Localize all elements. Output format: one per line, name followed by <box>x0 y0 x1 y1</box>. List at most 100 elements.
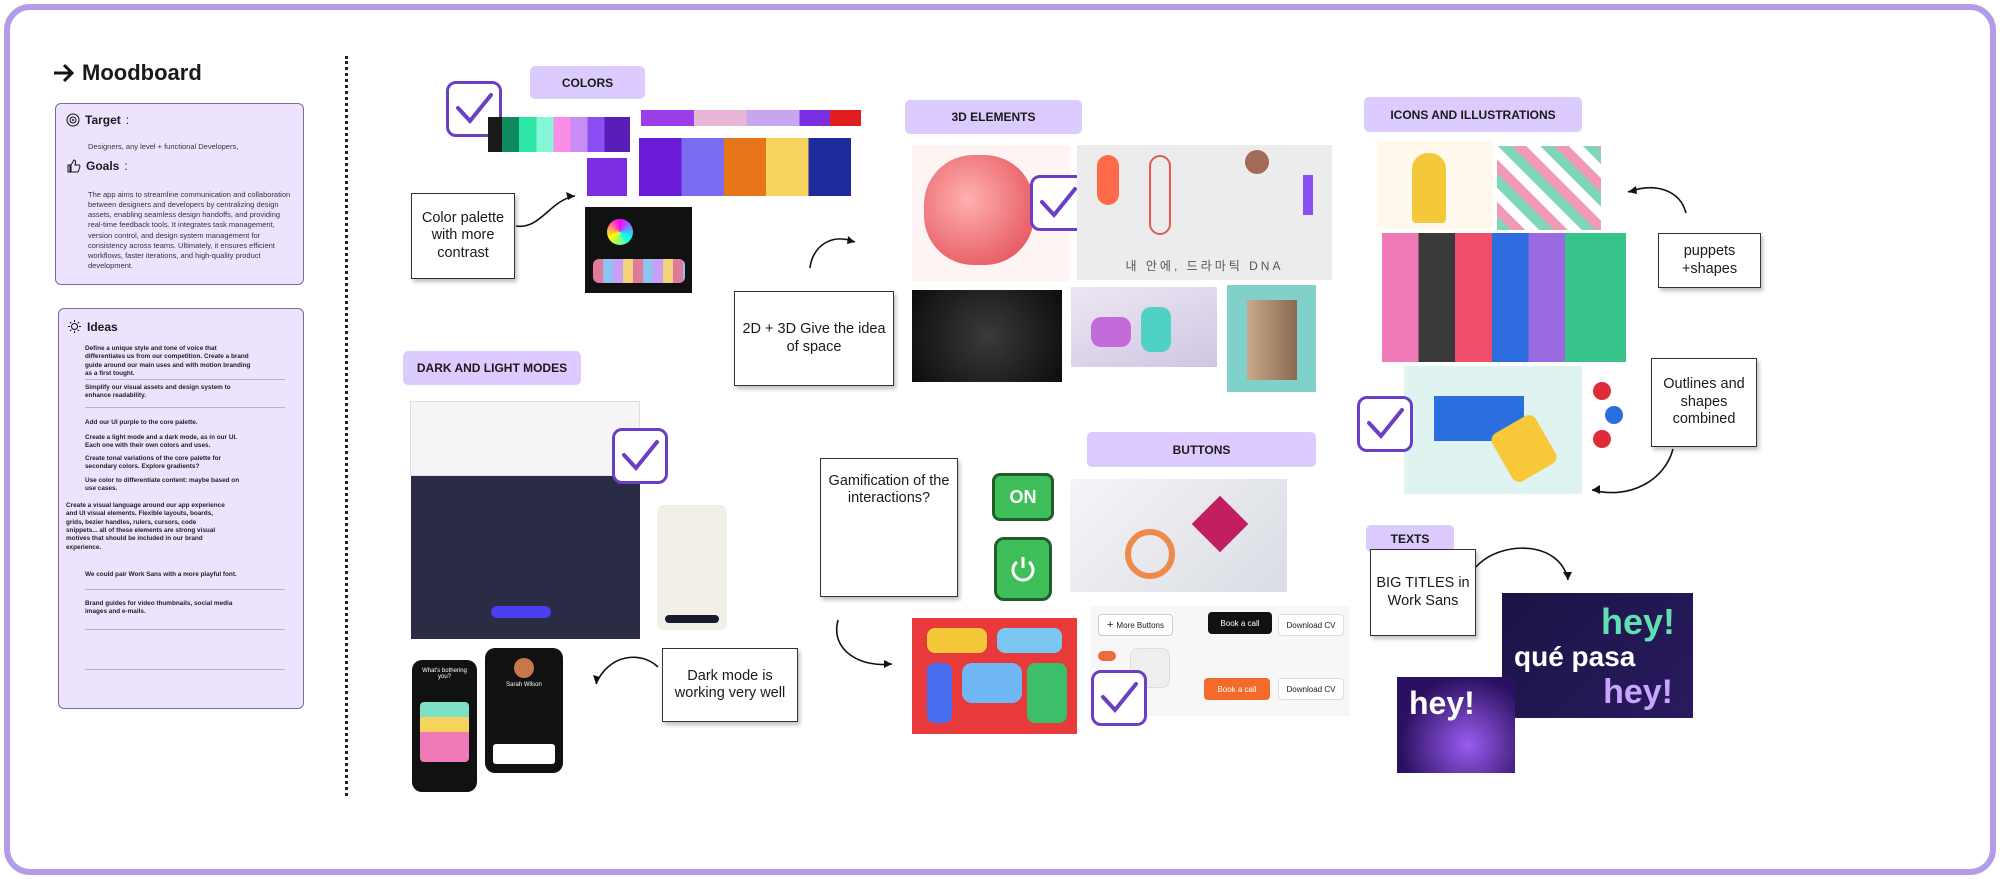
buttons-showcase-image: + More Buttons Book a call Download CV B… <box>1090 606 1350 716</box>
que-pasa-image: hey! qué pasa hey! <box>1502 593 1693 718</box>
goals-heading: Goals: <box>66 158 128 173</box>
sticker-grid-image <box>1497 146 1601 230</box>
checkbox-icon[interactable] <box>612 428 668 484</box>
arrow-palette <box>515 195 576 228</box>
section-texts: TEXTS <box>1366 525 1454 552</box>
ui-3d-cards-image <box>1070 479 1287 592</box>
note-darkmode: Dark mode is working very well <box>662 648 798 722</box>
korean-caption: 내 안에, 드라마틱 DNA <box>1125 259 1284 273</box>
color-wheel-image <box>585 207 692 293</box>
target-colon: : <box>125 113 130 127</box>
idea-item: We could pair Work Sans with a more play… <box>85 571 237 578</box>
section-colors: COLORS <box>530 66 645 99</box>
idea-divider <box>85 407 285 408</box>
goals-colon: : <box>124 158 128 173</box>
plus-icon: + <box>1106 619 1114 631</box>
ideas-heading: Ideas <box>67 319 118 334</box>
idea-item: Use color to differentiate content: mayb… <box>85 477 240 493</box>
page-title: Moodboard <box>52 60 202 86</box>
target-text: Designers, any level + functional Develo… <box>88 142 239 151</box>
book-call-dark-button[interactable]: Book a call <box>1208 612 1272 634</box>
hey-text: hey! <box>1603 673 1673 711</box>
more-buttons-button[interactable]: + More Buttons <box>1098 614 1173 636</box>
colorful-blocks-image <box>912 618 1077 734</box>
idea-item: Define a unique style and tone of voice … <box>85 345 251 377</box>
download-cv-button[interactable]: Download CV <box>1278 614 1344 636</box>
target-label: Target <box>85 113 121 127</box>
book-call-label: Book a call <box>1220 618 1260 628</box>
arrow-titles <box>1475 547 1569 581</box>
download-cv-label: Download CV <box>1286 684 1336 694</box>
section-3d-elements: 3D ELEMENTS <box>905 100 1082 134</box>
arrow-darkmode <box>595 656 659 685</box>
idea-divider <box>85 669 285 670</box>
note-space: 2D + 3D Give the idea of space <box>734 291 894 386</box>
book-call-label: Book a call <box>1217 684 1257 694</box>
target-goals-card: Target: Designers, any level + functiona… <box>55 103 304 285</box>
phone-name: Sarah Wilson <box>506 682 542 688</box>
arrow-puppets <box>1627 187 1687 214</box>
target-heading: Target: <box>66 113 129 127</box>
power-icon <box>1011 557 1035 582</box>
checkbox-icon[interactable] <box>1357 396 1413 452</box>
on-label: ON <box>1009 486 1037 507</box>
download-cv-label: Download CV <box>1286 620 1336 630</box>
note-palette: Color palette with more contrast <box>411 193 515 279</box>
3d-objects-image: 내 안에, 드라마틱 DNA <box>1077 145 1332 280</box>
purple-swatch-image <box>587 158 627 196</box>
toggle-switch[interactable] <box>1098 651 1116 661</box>
idea-item: Create a light mode and a dark mode, as … <box>85 434 237 450</box>
phone-dark-image: What's bothering you? <box>412 660 477 792</box>
note-puppets: puppets +shapes <box>1658 233 1761 288</box>
goals-text: The app aims to streamline communication… <box>88 190 291 270</box>
idea-item: Brand guides for video thumbnails, socia… <box>85 600 233 616</box>
section-icons: ICONS AND ILLUSTRATIONS <box>1364 97 1582 132</box>
idea-divider <box>85 589 285 590</box>
yellow-character-image <box>1377 141 1493 229</box>
color-blocks-image <box>639 138 851 196</box>
moodboard-title: Moodboard <box>82 60 202 85</box>
ideas-card: Ideas Define a unique style and tone of … <box>58 308 304 709</box>
more-buttons-label: More Buttons <box>1116 620 1164 630</box>
hey-text: hey! <box>1409 685 1475 721</box>
book-call-orange-button[interactable]: Book a call <box>1204 678 1270 700</box>
checkbox-icon[interactable] <box>1091 670 1147 726</box>
section-modes: DARK AND LIGHT MODES <box>403 351 581 385</box>
dark-mode-panel-image <box>411 476 640 639</box>
palette-strip-image <box>488 117 630 152</box>
idea-divider <box>85 379 285 380</box>
hey-text: hey! <box>1600 601 1675 642</box>
on-pixel-button-image: ON <box>992 473 1054 521</box>
mobile-menu-image <box>657 505 727 630</box>
arrow-right-icon <box>54 63 75 83</box>
red-characters-image <box>1587 374 1627 456</box>
phone-title: What's bothering you? <box>422 668 467 680</box>
note-outlines: Outlines and shapes combined <box>1651 358 1757 447</box>
3d-shapes-image <box>912 145 1070 281</box>
checkbox-icon[interactable] <box>1030 175 1086 231</box>
isometric-tower-image <box>1227 285 1316 392</box>
panel-divider <box>345 56 348 796</box>
que-pasa-text: qué pasa <box>1514 641 1636 672</box>
note-titles: BIG TITLES in Work Sans <box>1370 549 1476 636</box>
idea-item: Add our UI purple to the core palette. <box>85 419 198 426</box>
power-pixel-button-image <box>994 537 1052 601</box>
idea-item: Create tonal variations of the core pale… <box>85 455 222 471</box>
target-icon <box>66 113 80 127</box>
phone-profile-image: Sarah Wilson <box>485 648 563 773</box>
color-bars-image <box>641 110 861 126</box>
dark-3d-image <box>912 290 1062 382</box>
idea-item: Create a visual language around our app … <box>66 502 225 551</box>
arrow-outlines <box>1591 448 1674 494</box>
goals-label: Goals <box>86 158 120 173</box>
idea-divider <box>85 629 285 630</box>
blue-composition-image <box>1404 366 1582 494</box>
arrow-gamification <box>835 619 893 666</box>
light-mode-panel-image <box>410 401 640 476</box>
thumbs-up-icon <box>67 159 81 173</box>
ideas-label: Ideas <box>87 319 118 334</box>
note-gamification: Gamification of the interactions? <box>820 458 958 597</box>
download-cv-button[interactable]: Download CV <box>1278 678 1344 700</box>
shapes-collage-image <box>1382 233 1626 362</box>
